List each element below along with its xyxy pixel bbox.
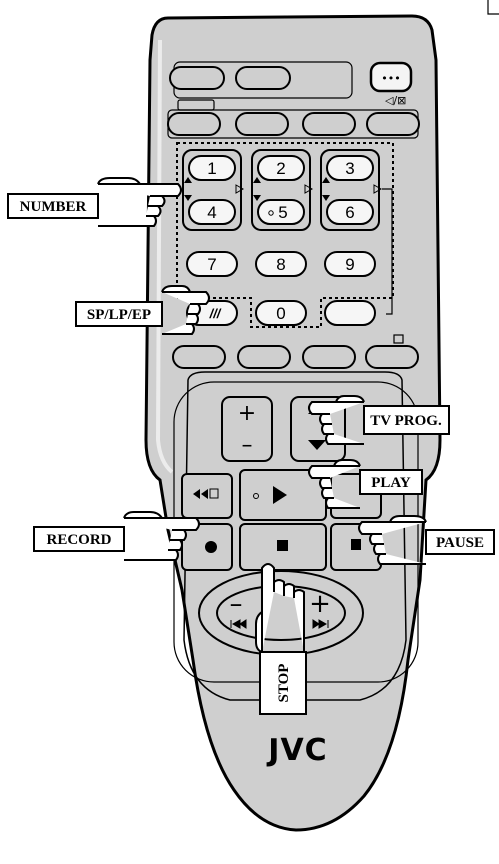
label-play-box xyxy=(359,469,423,495)
label-tv-prog-box xyxy=(363,405,450,435)
blank-button[interactable] xyxy=(324,300,376,326)
display-button[interactable] xyxy=(369,61,413,93)
label-pause: PAUSE xyxy=(436,535,484,551)
pointing-hand-icon xyxy=(97,177,182,227)
pointing-hand-icon xyxy=(161,285,210,335)
volume-minus-label: – xyxy=(242,433,253,458)
label-tv-prog: TV PROG. xyxy=(370,413,442,429)
key-8[interactable] xyxy=(255,251,307,277)
channel-down-icon xyxy=(308,440,326,450)
function-button-2[interactable] xyxy=(237,345,291,369)
right-arrow-icon xyxy=(304,184,314,194)
volume-rocker[interactable] xyxy=(221,396,273,462)
volume-plus-label: + xyxy=(238,401,256,426)
key-6[interactable] xyxy=(326,199,374,225)
rewind-icon xyxy=(193,489,208,499)
row2-button-3[interactable] xyxy=(302,112,356,136)
key-4[interactable] xyxy=(188,199,236,225)
pointing-hand-icon xyxy=(358,515,427,565)
tv-vcr-button[interactable] xyxy=(235,66,291,90)
tv-input-icon xyxy=(393,334,404,344)
label-sp-lp-ep: SP/LP/EP xyxy=(87,307,151,323)
label-record-box xyxy=(33,526,125,552)
label-pause-box xyxy=(425,529,495,555)
up-down-arrows-icon xyxy=(184,177,192,201)
key-2[interactable] xyxy=(257,155,305,181)
label-play: PLAY xyxy=(371,475,411,491)
pause-icon xyxy=(351,539,361,550)
function-button-4[interactable] xyxy=(365,345,419,369)
right-arrow-icon xyxy=(373,184,383,194)
label-stop-box xyxy=(259,651,307,715)
speed-button-label: /// xyxy=(209,306,222,321)
pointing-hand-icon xyxy=(123,511,200,561)
top-button-row: ••• ◁/⊠ xyxy=(169,61,413,107)
key-6-label: 6 xyxy=(345,203,354,222)
key-4-label: 4 xyxy=(207,203,216,222)
key-3-label: 3 xyxy=(345,159,354,178)
row2-button-2[interactable] xyxy=(235,112,289,136)
right-arrow-icon xyxy=(235,184,245,194)
key-9-label: 9 xyxy=(345,255,354,274)
pointing-hand-icon xyxy=(308,395,365,445)
key-0-label: 0 xyxy=(276,304,285,323)
stop-icon xyxy=(277,540,288,551)
key-0[interactable] xyxy=(255,300,307,326)
key-1-label: 1 xyxy=(207,159,216,178)
up-down-arrows-icon xyxy=(322,177,330,201)
row2-button-4[interactable] xyxy=(366,112,420,136)
key-5[interactable] xyxy=(257,199,305,225)
function-button-row xyxy=(172,334,419,369)
label-number-box xyxy=(7,193,99,219)
key-7-label: 7 xyxy=(207,255,216,274)
key-5-label: 5 xyxy=(278,203,287,222)
display-button-dots: ••• xyxy=(381,72,400,85)
jog-minus-label: – xyxy=(230,589,243,619)
function-button-3[interactable] xyxy=(302,345,356,369)
key-9[interactable] xyxy=(324,251,376,277)
key-1[interactable] xyxy=(188,155,236,181)
label-sp-lp-ep-box xyxy=(75,301,163,327)
key-7[interactable] xyxy=(186,251,238,277)
brand-logo: JVC xyxy=(266,733,327,768)
mute-icon: ◁/⊠ xyxy=(385,94,406,107)
play-icon xyxy=(273,486,287,504)
label-stop: STOP xyxy=(276,664,292,703)
key-2-label: 2 xyxy=(276,159,285,178)
up-down-arrows-icon xyxy=(253,177,261,201)
jog-plus-label: + xyxy=(309,589,331,619)
second-button-row xyxy=(167,99,420,139)
row2-button-1[interactable] xyxy=(167,112,221,136)
power-button[interactable] xyxy=(169,66,225,90)
key-3[interactable] xyxy=(326,155,374,181)
number-keypad: 1 2 3 4 5 6 7 8 9 /// 0 xyxy=(182,149,393,326)
record-icon xyxy=(205,541,217,553)
label-number: NUMBER xyxy=(20,199,87,215)
pointing-hand-icon xyxy=(308,459,361,509)
key-8-label: 8 xyxy=(276,255,285,274)
pointing-hand-icon xyxy=(255,563,305,653)
skip-forward-icon xyxy=(312,619,329,629)
control-panel xyxy=(183,371,407,701)
label-record: RECORD xyxy=(46,532,111,548)
function-button-1[interactable] xyxy=(172,345,226,369)
skip-back-icon xyxy=(230,619,247,629)
corner-mark xyxy=(487,0,499,15)
